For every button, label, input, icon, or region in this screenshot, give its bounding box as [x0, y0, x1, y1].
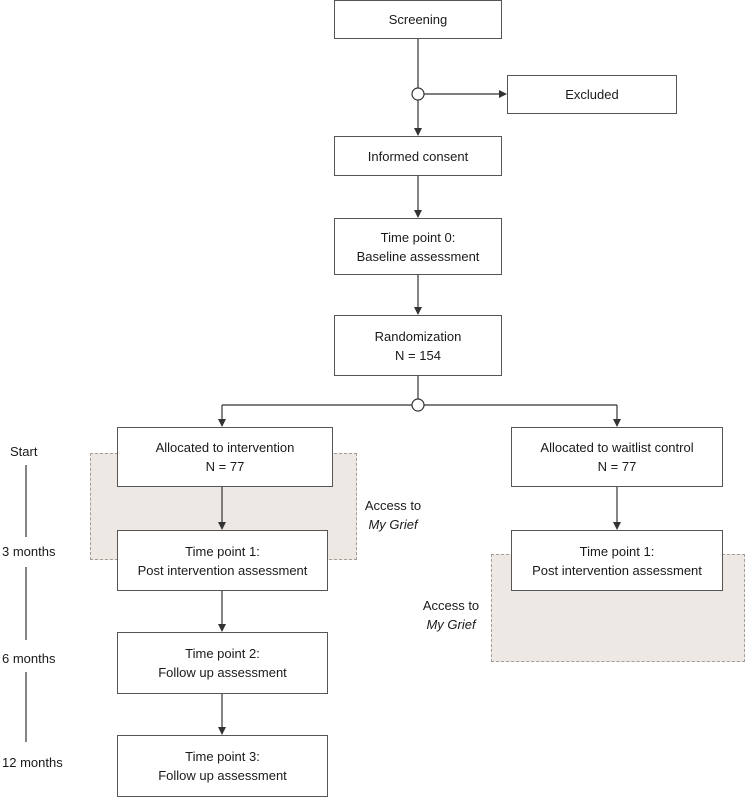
tp1-intervention-box: Time point 1: Post intervention assessme… — [117, 530, 328, 591]
waitlist-count: N = 77 — [597, 459, 637, 474]
excluded-label: Excluded — [565, 87, 619, 102]
tp3-subtitle: Follow up assessment — [158, 768, 287, 783]
tp2-box: Time point 2: Follow up assessment — [117, 632, 328, 694]
timeline-3-months: 3 months — [2, 544, 56, 559]
tp2-subtitle: Follow up assessment — [158, 665, 287, 680]
access-note-intervention-line1: Access to — [364, 498, 422, 513]
tp3-title: Time point 3: — [185, 749, 260, 764]
informed-consent-box: Informed consent — [334, 136, 502, 176]
access-note-intervention: Access to My Grief — [361, 496, 425, 534]
branch-node-excluded — [411, 87, 425, 101]
baseline-subtitle: Baseline assessment — [356, 248, 480, 264]
baseline-box: Time point 0: Baseline assessment — [334, 218, 502, 275]
tp1-intervention-subtitle: Post intervention assessment — [137, 562, 308, 578]
timeline-start: Start — [10, 444, 38, 459]
tp1-waitlist-subtitle: Post intervention assessment — [532, 562, 702, 578]
baseline-title: Time point 0: — [380, 229, 456, 245]
screening-box: Screening — [334, 0, 502, 39]
tp1-waitlist-title: Time point 1: — [579, 543, 655, 559]
intervention-title: Allocated to intervention — [155, 440, 295, 455]
tp2-title: Time point 2: — [185, 646, 260, 661]
randomization-count: N = 154 — [395, 347, 441, 363]
randomization-title: Randomization — [374, 328, 462, 344]
branch-node-randomization — [411, 398, 425, 412]
randomization-box: Randomization N = 154 — [334, 315, 502, 376]
informed-consent-label: Informed consent — [367, 148, 469, 164]
excluded-box: Excluded — [507, 75, 677, 114]
access-note-waitlist: Access to My Grief — [419, 596, 483, 634]
screening-label: Screening — [388, 12, 448, 27]
intervention-box: Allocated to intervention N = 77 — [117, 427, 333, 487]
intervention-count: N = 77 — [205, 459, 245, 474]
waitlist-box: Allocated to waitlist control N = 77 — [511, 427, 723, 487]
tp1-waitlist-box: Time point 1: Post intervention assessme… — [511, 530, 723, 591]
tp3-box: Time point 3: Follow up assessment — [117, 735, 328, 797]
tp1-intervention-title: Time point 1: — [185, 543, 260, 559]
access-note-waitlist-line2: My Grief — [426, 617, 476, 632]
waitlist-title: Allocated to waitlist control — [540, 440, 694, 455]
access-note-waitlist-line1: Access to — [422, 598, 480, 613]
timeline-6-months: 6 months — [2, 651, 56, 666]
timeline-12-months: 12 months — [2, 755, 63, 770]
access-note-intervention-line2: My Grief — [368, 517, 418, 532]
